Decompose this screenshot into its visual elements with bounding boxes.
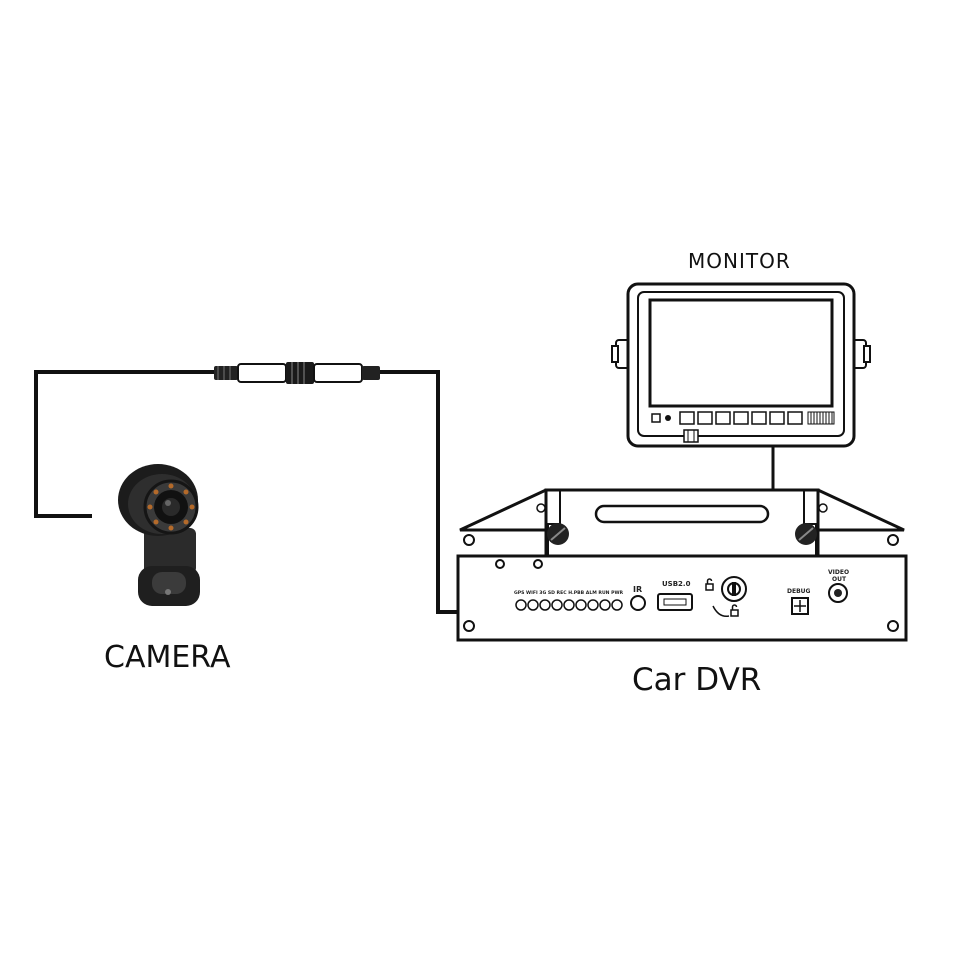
dvr-ir-sensor [630, 595, 646, 611]
monitor-label: MONITOR [688, 249, 791, 273]
dvr-key-lock [721, 576, 747, 602]
dvr-status-leds [515, 599, 623, 611]
camera-label: CAMERA [104, 640, 231, 675]
monitor-buttons [679, 411, 803, 425]
monitor-device [611, 282, 871, 448]
dvr-device: GPS WIFI 3G SD REC H.PBB ALM RUN PWR IR … [456, 488, 908, 642]
camera-device [118, 464, 200, 606]
dvr-usb-label: USB2.0 [662, 580, 691, 588]
dvr-debug-label: DEBUG [787, 588, 811, 595]
camera-ir-leds [147, 483, 195, 531]
dvr-lock-icon [705, 578, 739, 618]
monitor-speaker-grille [807, 411, 835, 425]
dvr-video-label: VIDEO [828, 569, 849, 576]
dvr-led-labels: GPS WIFI 3G SD REC H.PBB ALM RUN PWR [514, 590, 624, 596]
car-dvr-label: Car DVR [632, 662, 762, 698]
camera-cable [34, 370, 458, 614]
dvr-ir-label: IR [633, 585, 642, 594]
dvr-screw [463, 534, 899, 632]
dvr-out-label: OUT [832, 576, 847, 583]
inline-cable-connector [214, 362, 380, 384]
